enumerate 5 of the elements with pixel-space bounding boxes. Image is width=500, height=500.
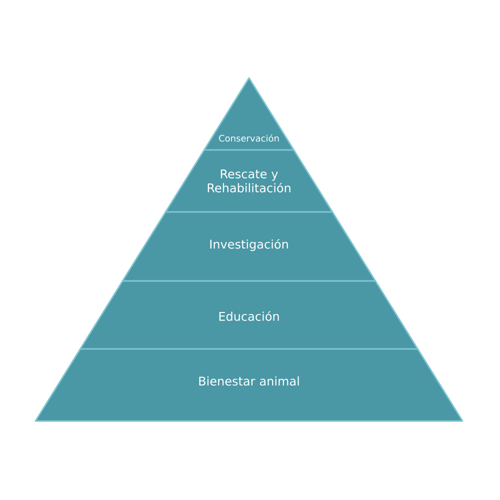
pyramid-level: Conservación	[203, 77, 295, 151]
pyramid-level: Educación	[80, 280, 418, 350]
pyramid-level: Investigación	[122, 211, 376, 282]
pyramid-level: Rescate y Rehabilitación	[164, 149, 334, 213]
pyramid-level: Bienestar animal	[34, 348, 464, 422]
